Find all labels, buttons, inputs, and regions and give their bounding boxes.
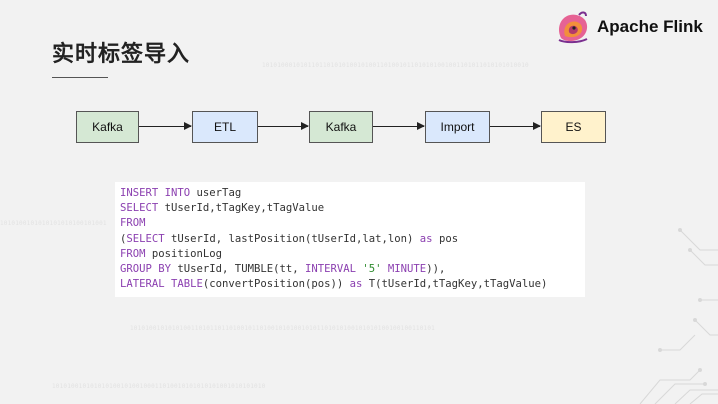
flow-node-kafka-source: Kafka — [76, 111, 139, 143]
code-keyword: as — [419, 232, 433, 245]
code-text: tUserId, lastPosition(tUserId,lat,lon) — [164, 232, 420, 245]
code-keyword: INTERVAL — [304, 263, 356, 276]
code-keyword: MINUTE — [387, 263, 427, 276]
code-text: T(tUserId,tTagKey,tTagValue) — [362, 278, 548, 291]
code-line: FROM positionLog — [120, 247, 585, 262]
code-keyword: SELECT — [120, 202, 159, 215]
flow-node-label: Import — [440, 120, 475, 134]
code-text: tUserId, TUMBLE(tt, — [171, 263, 305, 276]
background-binary-1: 1010100010101101101010100101001101001011… — [262, 62, 529, 69]
code-text: userTag — [190, 187, 242, 199]
apache-flink-logo: Apache Flink — [555, 10, 703, 44]
flow-node-label: Kafka — [325, 120, 357, 134]
code-keyword: GROUP BY — [120, 263, 172, 276]
code-line: (SELECT tUserId, lastPosition(tUserId,la… — [120, 232, 585, 247]
code-text: pos — [432, 232, 459, 245]
code-keyword: INSERT INTO — [120, 187, 191, 199]
flow-node-label: ETL — [213, 120, 236, 134]
flow-arrow — [373, 122, 425, 130]
flow-node-label: Kafka — [92, 120, 123, 134]
code-line: LATERAL TABLE(convertPosition(pos)) as T… — [120, 277, 585, 292]
code-text: ( — [120, 232, 127, 245]
code-keyword: FROM — [120, 217, 146, 230]
flow-node-label: ES — [565, 120, 582, 134]
flow-node-import: Import — [425, 111, 490, 143]
code-keyword: as — [349, 278, 363, 291]
code-keyword: SELECT — [126, 232, 165, 245]
code-keyword: LATERAL TABLE — [120, 278, 203, 291]
flow-node-es: ES — [541, 111, 606, 143]
flow-arrow — [139, 122, 192, 130]
flow-node-etl: ETL — [192, 111, 258, 143]
title-underline — [52, 77, 108, 78]
code-line: SELECT tUserId,tTagKey,tTagValue — [120, 201, 585, 216]
slide-title: 实时标签导入 — [52, 42, 191, 67]
code-string: '5' — [362, 263, 382, 276]
flow-node-kafka-intermediate: Kafka — [309, 111, 373, 143]
background-binary-2: 1010100101010101010100101001 — [0, 220, 107, 227]
code-keyword: FROM — [120, 247, 146, 260]
background-binary-4: 1010100101010101001010010001101001010101… — [52, 383, 266, 390]
code-line: FROM — [120, 216, 585, 231]
flow-arrow — [258, 122, 309, 130]
code-text: tUserId,tTagKey,tTagValue — [158, 202, 325, 215]
flink-squirrel-icon — [558, 11, 588, 44]
flow-arrow — [490, 122, 541, 130]
code-text: (convertPosition(pos)) — [202, 278, 350, 291]
logo-text: Apache Flink — [597, 17, 703, 36]
code-line: GROUP BY tUserId, TUMBLE(tt, INTERVAL '5… — [120, 262, 585, 277]
code-text: positionLog — [145, 247, 223, 260]
code-text: )), — [426, 263, 446, 276]
code-line: INSERT INTO userTag — [120, 186, 585, 201]
background-binary-3: 1010100101010100110101101101001011010010… — [130, 325, 435, 332]
